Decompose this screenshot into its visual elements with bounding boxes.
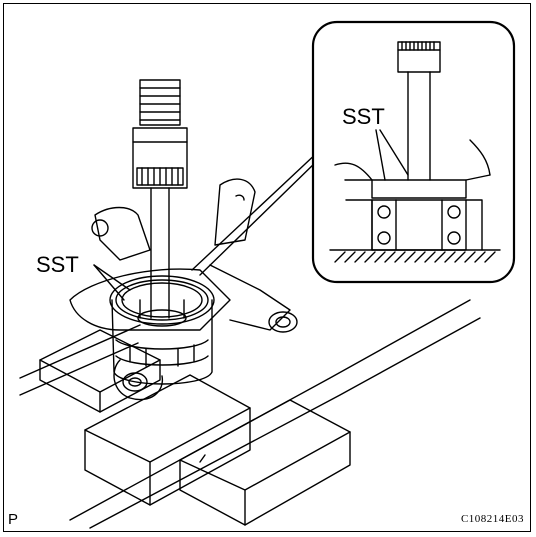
hub-bore <box>109 275 215 385</box>
sst-label-inset: SST <box>342 104 385 129</box>
sst-main-leaders <box>93 264 131 301</box>
press-tool <box>132 79 188 327</box>
corner-letter: P <box>8 511 19 528</box>
inset-leader-lines <box>191 149 321 276</box>
sst-label-main: SST <box>36 252 79 277</box>
inset-detail <box>311 20 516 284</box>
support-blocks <box>39 329 351 526</box>
steering-knuckle <box>69 178 298 401</box>
figure-code: C108214E03 <box>460 513 524 525</box>
